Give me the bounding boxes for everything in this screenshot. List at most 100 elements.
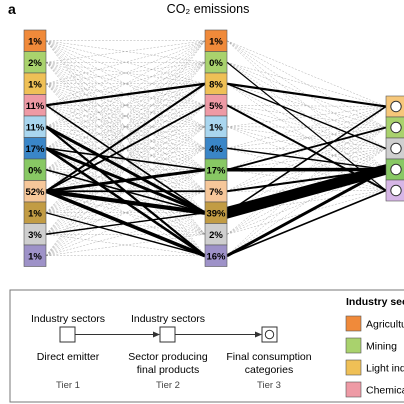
flow-line-t1-t2 bbox=[45, 169, 206, 256]
flow-line-t2-t3 bbox=[226, 40, 387, 128]
flow-line-t1-t2 bbox=[45, 62, 206, 106]
flow-line-t2-t3 bbox=[226, 169, 387, 191]
major-flow-t2-t3 bbox=[226, 168, 387, 258]
flow-line-t1-t2 bbox=[45, 105, 206, 127]
tier3-category-circle-icon bbox=[390, 100, 402, 113]
flow-line-t1-t2 bbox=[45, 148, 206, 170]
major-flow-t2-t3 bbox=[226, 82, 387, 108]
tier2-legend-box bbox=[159, 326, 176, 343]
flow-line-t2-t3 bbox=[226, 169, 387, 235]
flow-line-t2-t3 bbox=[226, 105, 387, 170]
flow-line-t2-t3 bbox=[226, 190, 387, 213]
major-flow-t1-t2 bbox=[45, 82, 206, 193]
flow-line-t2-t3 bbox=[226, 62, 387, 149]
flow-line-t1-t2 bbox=[45, 40, 206, 63]
tier3-category-circle-icon bbox=[390, 184, 402, 197]
flow-line-t1-t2 bbox=[45, 40, 206, 106]
tier2-sector-box bbox=[204, 244, 228, 267]
sector-legend-swatch bbox=[345, 337, 362, 354]
flow-line-t1-t2 bbox=[45, 40, 206, 63]
tier3-legend-circle-icon bbox=[264, 329, 275, 340]
tier2-share-label: 8% bbox=[209, 79, 223, 90]
panel-letter: a bbox=[8, 1, 16, 17]
major-flow-t1-t2 bbox=[45, 168, 206, 214]
tier3-category-column bbox=[385, 95, 404, 202]
flow-line-t2-t3 bbox=[226, 148, 387, 170]
diagram-title: CO₂ emissions bbox=[167, 2, 250, 16]
flow-line-t2-t3 bbox=[226, 126, 387, 149]
flow-line-t1-t2 bbox=[45, 40, 206, 127]
tier1-top-label: Industry sectors bbox=[31, 313, 105, 325]
tier2-sector-column: 1%0%8%5%1%4%17%7%39%2%16% bbox=[204, 29, 228, 267]
sector-legend-label: Agriculture bbox=[366, 319, 404, 331]
tier3-bottom-label-1: Final consumption bbox=[226, 351, 311, 363]
tier2-share-label: 4% bbox=[209, 144, 223, 155]
major-flow-t2-t3 bbox=[226, 126, 387, 171]
tier1-legend-box bbox=[59, 326, 76, 343]
major-flow-t2-t3 bbox=[226, 83, 387, 150]
flow-line-t2-t3 bbox=[226, 127, 387, 149]
tier2-top-label: Industry sectors bbox=[131, 313, 205, 325]
major-flow-lines bbox=[45, 61, 387, 258]
tier1-share-label: 52% bbox=[25, 187, 45, 198]
tier1-share-label: 1% bbox=[28, 36, 42, 47]
flow-line-t2-t3 bbox=[226, 106, 387, 127]
flow-line-t1-t2 bbox=[45, 62, 206, 149]
major-flow-t2-t3 bbox=[226, 61, 387, 191]
flow-line-t2-t3 bbox=[226, 83, 387, 128]
flow-line-t1-t2 bbox=[45, 169, 206, 192]
tier1-sector-box bbox=[23, 244, 47, 267]
major-flow-t2-t3 bbox=[226, 147, 387, 171]
major-flow-t1-t2 bbox=[45, 212, 206, 235]
tier1-share-label: 11% bbox=[26, 122, 45, 133]
major-flow-t1-t2 bbox=[45, 147, 206, 257]
flow-line-t1-t2 bbox=[45, 169, 206, 256]
sector-legend-title: Industry sectors bbox=[346, 296, 404, 308]
flow-line-t2-t3 bbox=[226, 62, 387, 107]
tier2-share-label: 1% bbox=[209, 122, 223, 133]
legend-arrowhead-2 bbox=[255, 331, 262, 338]
flow-line-t1-t2 bbox=[45, 40, 206, 84]
tier3-category-circle-icon bbox=[390, 121, 402, 134]
flow-line-t1-t2 bbox=[45, 148, 206, 235]
tier2-share-label: 7% bbox=[209, 187, 223, 198]
tier1-share-label: 0% bbox=[28, 165, 42, 176]
tier1-bottom-label: Direct emitter bbox=[37, 351, 100, 363]
tier2-share-label: 2% bbox=[209, 230, 223, 241]
sector-legend: AgricultureMiningLight industryChemicals bbox=[345, 315, 404, 398]
tier3-category-circle-icon bbox=[390, 163, 402, 176]
flow-line-t1-t2 bbox=[45, 126, 206, 149]
flow-line-t2-t3 bbox=[226, 106, 387, 170]
tier2-bottom-label-2: final products bbox=[137, 364, 199, 376]
sector-legend-label: Mining bbox=[366, 341, 397, 353]
tier1-share-label: 1% bbox=[28, 79, 42, 90]
tier1-share-label: 3% bbox=[28, 230, 42, 241]
major-flow-t1-t2 bbox=[45, 82, 206, 107]
tier2-share-label: 5% bbox=[209, 101, 223, 112]
flow-line-t2-t3 bbox=[226, 148, 387, 256]
tier3-category-circle-icon bbox=[390, 142, 402, 155]
tier2-share-label: 0% bbox=[209, 58, 223, 69]
flow-line-t2-t3 bbox=[226, 83, 387, 191]
major-flow-t1-t2 bbox=[45, 104, 206, 214]
legend-frame bbox=[9, 289, 404, 403]
major-flow-t2-t3 bbox=[226, 105, 387, 214]
tier1-share-label: 11% bbox=[26, 101, 45, 112]
tier2-share-label: 1% bbox=[209, 36, 223, 47]
flow-line-t1-t2 bbox=[45, 126, 206, 213]
tier2-share-label: 16% bbox=[206, 251, 226, 262]
sector-legend-swatch bbox=[345, 381, 362, 398]
flow-line-t1-t2 bbox=[45, 40, 206, 170]
tier1-share-label: 17% bbox=[25, 144, 45, 155]
tier2-share-label: 39% bbox=[206, 208, 226, 219]
flow-line-t2-t3 bbox=[226, 83, 387, 170]
flow-line-t1-t2 bbox=[45, 40, 206, 213]
flow-line-t2-t3 bbox=[226, 148, 387, 235]
flow-line-t2-t3 bbox=[226, 105, 387, 107]
flow-line-t1-t2 bbox=[45, 234, 206, 256]
legend-arrowhead-1 bbox=[153, 331, 160, 338]
tier3-tier-label: Tier 3 bbox=[257, 380, 281, 391]
tier2-bottom-label-1: Sector producing bbox=[128, 351, 208, 363]
flow-line-t2-t3 bbox=[226, 40, 387, 170]
